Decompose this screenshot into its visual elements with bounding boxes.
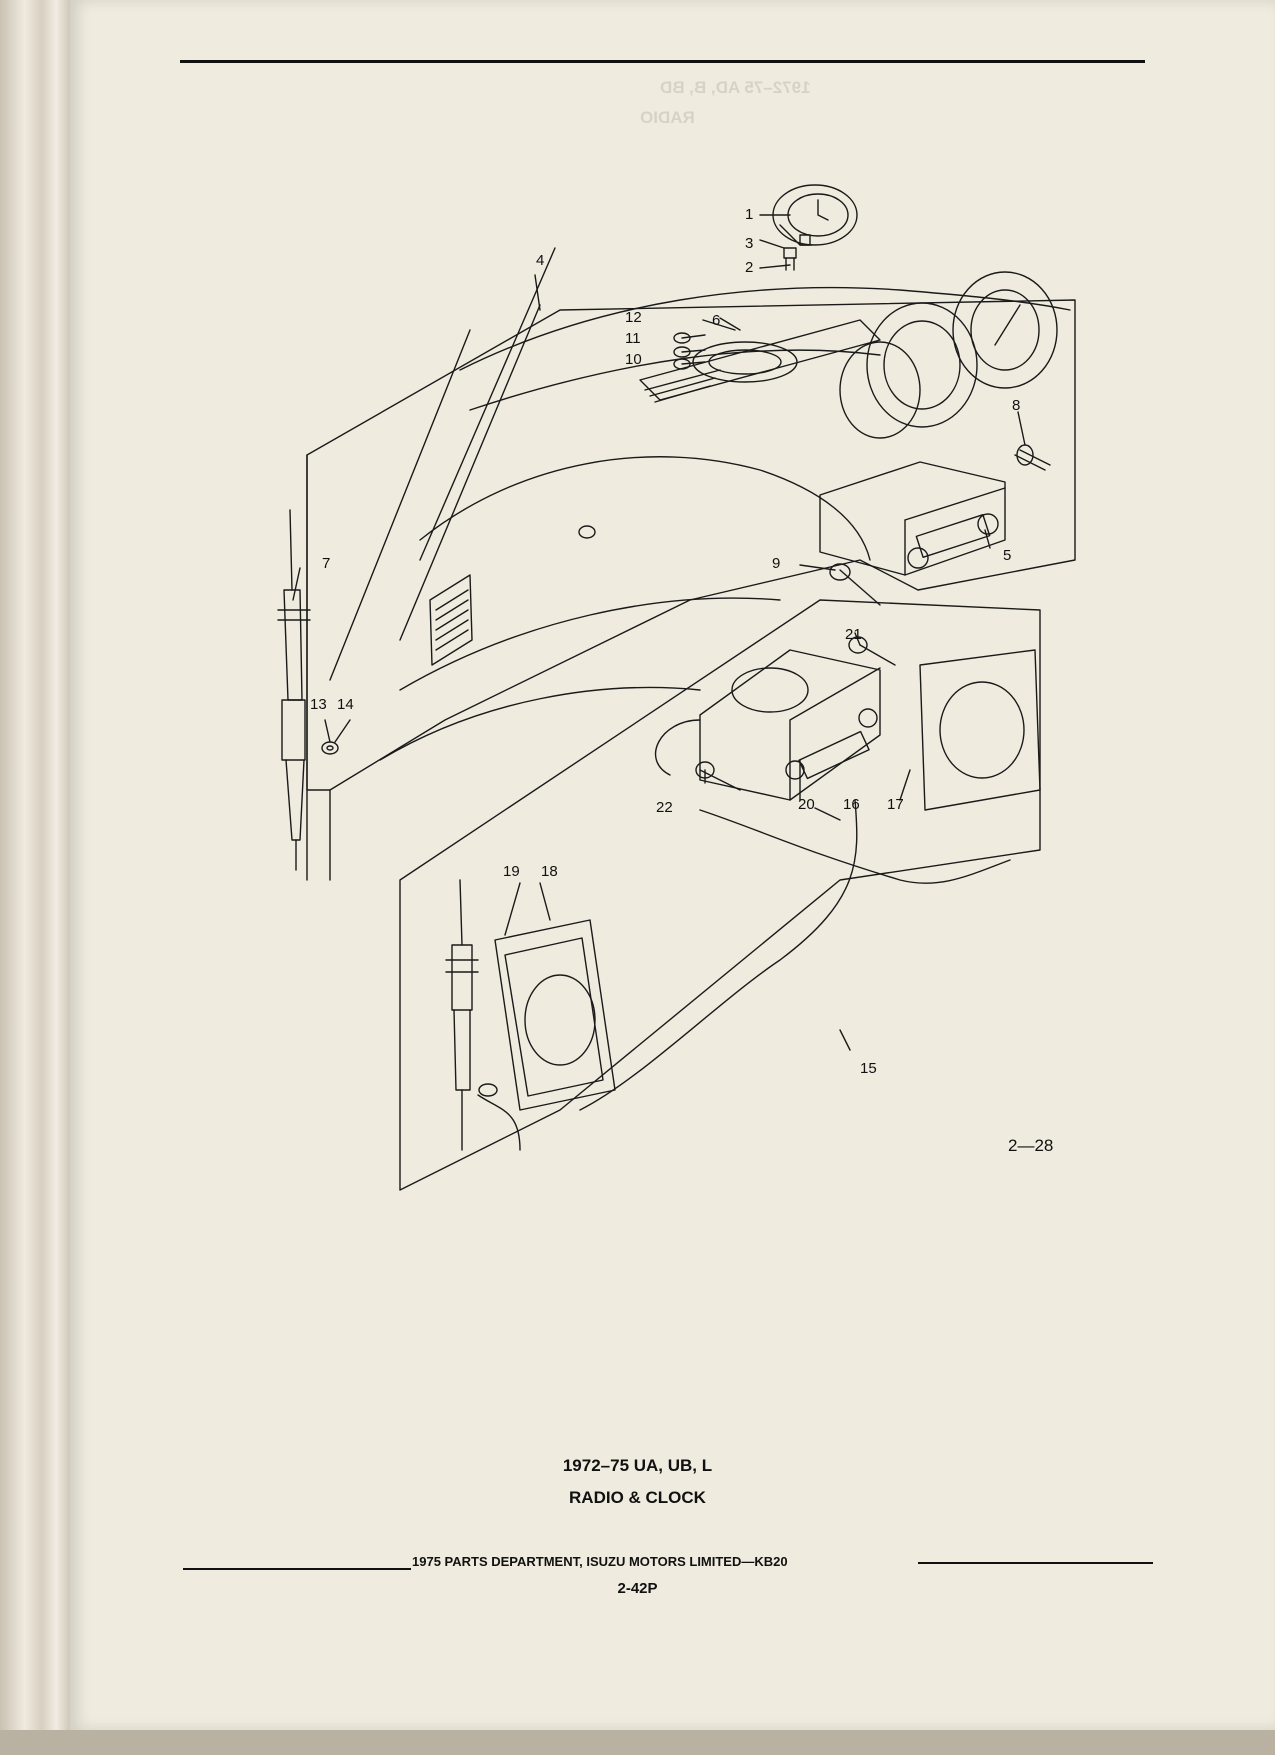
antenna-upper: [289, 509, 293, 591]
callout-13: 13: [310, 696, 327, 713]
callout-20: 20: [798, 796, 815, 813]
cable-harness: [699, 809, 1011, 884]
callout-3: 3: [745, 235, 754, 252]
callout-2: 2: [745, 259, 754, 276]
callout-14: 14: [337, 696, 354, 713]
callout-15: 15: [860, 1060, 877, 1077]
book-page-edges: [0, 0, 70, 1755]
lower-frame: [399, 599, 1041, 1191]
speaker-box: [494, 919, 616, 1111]
radio-unit-upper: [819, 461, 1006, 576]
speaker-panel: [639, 319, 881, 401]
gauge-right: [952, 271, 1058, 389]
callout-6: 6: [712, 312, 721, 329]
page-number: 2-42P: [617, 1580, 658, 1597]
callout-17: 17: [887, 796, 904, 813]
callout-12: 12: [625, 309, 642, 326]
scan-bottom-strip: [0, 1730, 1275, 1755]
callout-11: 11: [625, 330, 641, 347]
dashboard-frame: [306, 299, 1076, 791]
callout-18: 18: [541, 863, 558, 880]
caption-title: RADIO & CLOCK: [569, 1488, 706, 1507]
callout-16: 16: [843, 796, 860, 813]
figure-code: 2—28: [1008, 1136, 1054, 1155]
footer-publisher: 1975 PARTS DEPARTMENT, ISUZU MOTORS LIMI…: [412, 1554, 788, 1569]
callout-8: 8: [1012, 397, 1021, 414]
caption-model-years: 1972–75 UA, UB, L: [562, 1456, 713, 1475]
callout-22: 22: [656, 799, 673, 816]
callout-9: 9: [772, 555, 781, 572]
radio-unit-lower: [699, 649, 881, 801]
antenna-lower: [459, 879, 463, 946]
callout-1: 1: [745, 206, 754, 223]
callout-4: 4: [536, 252, 545, 269]
callout-5: 5: [1003, 547, 1012, 564]
callout-10: 10: [625, 351, 642, 368]
speaker-grille: [919, 649, 1041, 811]
header-rule: [180, 60, 1145, 63]
footer-rule-left: [183, 1568, 411, 1570]
gauge-left: [866, 302, 978, 428]
callout-7: 7: [322, 555, 331, 572]
callout-19: 19: [503, 863, 520, 880]
catalog-page: [70, 0, 1275, 1730]
callout-21: 21: [845, 626, 862, 643]
footer-rule-right: [918, 1562, 1153, 1564]
